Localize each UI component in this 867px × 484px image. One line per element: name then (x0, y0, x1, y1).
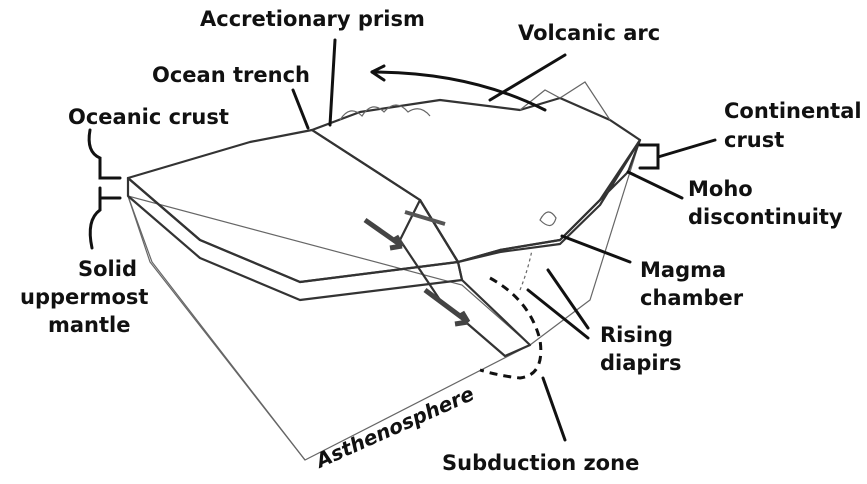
magma-chamber-shape (540, 212, 556, 226)
leader-magma (562, 236, 630, 262)
motion-arrow (372, 72, 545, 110)
block-front-face (128, 196, 530, 460)
leader-rising (528, 270, 588, 338)
label-continental-crust-1: Continental (724, 99, 862, 123)
leader-moho (628, 172, 682, 198)
leader-accretionary (330, 40, 335, 125)
label-continental-crust-2: crust (724, 128, 784, 152)
label-magma-1: Magma (640, 258, 726, 282)
label-magma-2: chamber (640, 286, 744, 310)
leader-trench (293, 90, 308, 128)
label-accretionary-prism: Accretionary prism (200, 7, 425, 31)
label-moho-2: discontinuity (688, 205, 843, 229)
leader-subduction (543, 378, 565, 440)
leader-volcanic (490, 55, 565, 100)
oceanic-plate-top (128, 130, 458, 282)
label-oceanic-crust: Oceanic crust (68, 105, 229, 129)
continental-plate-top (312, 98, 640, 262)
leader-continental-brace (640, 140, 715, 168)
subducting-slab (400, 200, 530, 356)
continental-crust-side (458, 140, 640, 262)
label-solid-3: mantle (48, 313, 130, 337)
label-subduction-zone: Subduction zone (442, 451, 639, 475)
label-rising-1: Rising (600, 323, 673, 347)
flow-arrow-1 (365, 220, 402, 248)
label-solid-1: Solid (78, 257, 137, 281)
label-solid-2: uppermost (20, 285, 148, 309)
label-volcanic-arc: Volcanic arc (518, 21, 660, 45)
oceanic-crust-side (128, 178, 462, 300)
label-rising-2: diapirs (600, 351, 682, 375)
diapir-shape (520, 250, 532, 290)
leader-oceanic-brace (89, 130, 120, 248)
label-moho-1: Moho (688, 177, 753, 201)
flow-arrow-2 (425, 290, 468, 324)
label-ocean-trench: Ocean trench (152, 63, 310, 87)
